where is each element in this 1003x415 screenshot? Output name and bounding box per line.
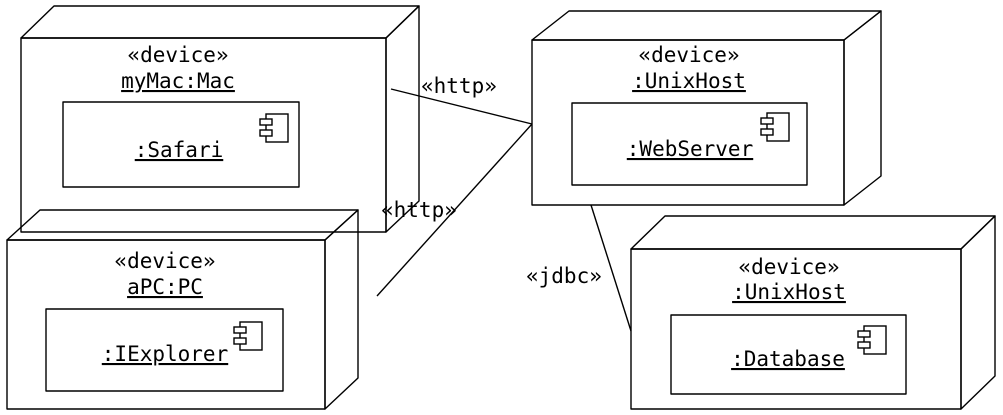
node-front-face bbox=[6, 239, 326, 410]
link-mac-webserver bbox=[390, 88, 533, 125]
component-box bbox=[45, 308, 284, 392]
node-name: :UnixHost bbox=[732, 280, 846, 304]
component-name: :WebServer bbox=[627, 137, 753, 161]
node-top-face bbox=[6, 209, 359, 241]
component-icon bbox=[760, 112, 790, 142]
component-box bbox=[62, 101, 300, 188]
node-top-face bbox=[531, 10, 882, 41]
node-front-face bbox=[531, 39, 845, 206]
node-top-face bbox=[20, 5, 420, 39]
component-box bbox=[571, 102, 808, 186]
component-name: :Safari bbox=[135, 138, 224, 162]
node-front-face bbox=[20, 37, 387, 233]
node-side-face bbox=[843, 10, 882, 206]
node-front-face bbox=[630, 248, 962, 410]
node-apc: «device» aPC:PC :IExplorer bbox=[6, 209, 359, 410]
component-icon bbox=[259, 113, 289, 143]
link-pc-webserver bbox=[376, 123, 533, 297]
link-webserver-database bbox=[590, 204, 632, 332]
node-database-host: «device» :UnixHost :Database bbox=[630, 215, 996, 410]
component-name: :Database bbox=[731, 347, 845, 371]
component-icon bbox=[233, 321, 263, 351]
node-webserver-host: «device» :UnixHost :WebServer bbox=[531, 10, 882, 206]
link-mac-webserver-label: «http» bbox=[421, 74, 497, 98]
node-side-face bbox=[960, 215, 996, 410]
node-side-face bbox=[324, 209, 359, 410]
node-stereotype: «device» bbox=[738, 255, 839, 279]
node-mymac: «device» myMac:Mac :Safari bbox=[20, 5, 420, 233]
link-webserver-database-label: «jdbc» bbox=[526, 264, 602, 288]
component-name: :IExplorer bbox=[102, 342, 228, 366]
node-stereotype: «device» bbox=[114, 249, 215, 273]
connections: «http» «http» «jdbc» bbox=[376, 74, 632, 332]
component-box bbox=[670, 314, 907, 395]
node-name: :UnixHost bbox=[632, 69, 746, 93]
node-top-face bbox=[630, 215, 996, 250]
node-stereotype: «device» bbox=[638, 43, 739, 67]
node-name: myMac:Mac bbox=[121, 69, 235, 93]
node-name: aPC:PC bbox=[127, 275, 203, 299]
node-stereotype: «device» bbox=[127, 43, 228, 67]
component-icon bbox=[857, 325, 887, 355]
